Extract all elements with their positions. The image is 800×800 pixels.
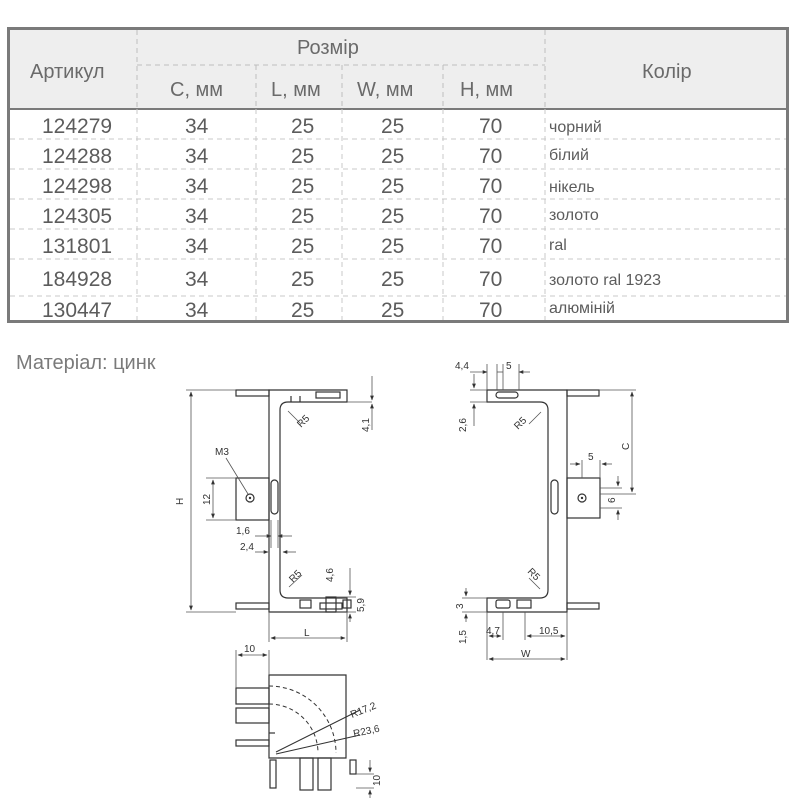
row-3-color: нікель [549, 179, 595, 196]
header-c: C, мм [170, 79, 224, 101]
row-3-w: 25 [381, 175, 405, 198]
label-w: W [521, 649, 531, 660]
row-7-color: алюміній [549, 300, 615, 317]
label-5-top: 5 [506, 361, 512, 372]
label-59: 5,9 [356, 598, 367, 612]
row-3-h: 70 [479, 175, 503, 198]
row-6-w: 25 [381, 268, 405, 291]
header-l: L, мм [271, 79, 321, 101]
row-6-article: 184928 [42, 268, 113, 291]
side-dimension-labels: 4,4 5 2,6 R5 C 5 6 R5 3 1,5 4.7 10,5 W [455, 361, 632, 660]
label-16: 1,6 [236, 526, 250, 537]
header-color: Колір [642, 61, 692, 83]
row-3-article: 124298 [42, 175, 113, 198]
row-7-article: 130447 [42, 299, 113, 322]
material-note: Матеріал: цинк [16, 352, 156, 374]
row-7-h: 70 [479, 299, 503, 322]
row-6-color: золото ral 1923 [549, 272, 662, 289]
row-7-l: 25 [291, 299, 315, 322]
side-view-hole [577, 493, 587, 503]
row-6-c: 34 [185, 268, 209, 291]
label-l: L [304, 628, 310, 639]
row-1-w: 25 [381, 115, 405, 138]
row-2-article: 124288 [42, 145, 113, 168]
label-10-top: 10 [244, 644, 256, 655]
front-view-hole [245, 493, 255, 503]
label-m3: M3 [215, 447, 229, 458]
label-44: 4,4 [455, 361, 469, 372]
label-105: 10,5 [539, 626, 559, 637]
label-r5-side-top: R5 [512, 415, 529, 432]
row-5-l: 25 [291, 235, 315, 258]
top-view-arcs [268, 685, 361, 755]
row-3-c: 34 [185, 175, 209, 198]
row-1-h: 70 [479, 115, 503, 138]
row-4-w: 25 [381, 205, 405, 228]
row-1-article: 124279 [42, 115, 113, 138]
row-4-l: 25 [291, 205, 315, 228]
label-6: 6 [607, 497, 618, 503]
row-2-l: 25 [291, 145, 315, 168]
row-4-color: золото [549, 207, 599, 224]
row-5-article: 131801 [42, 235, 113, 258]
label-r236: R23,6 [352, 724, 381, 740]
label-47: 4.7 [486, 626, 500, 637]
spec-table: Артикул Розмір Колір C, мм L, мм W, мм H… [7, 27, 789, 323]
row-5-c: 34 [185, 235, 209, 258]
row-7-w: 25 [381, 299, 405, 322]
row-4-article: 124305 [42, 205, 113, 228]
row-2-c: 34 [185, 145, 209, 168]
front-view [235, 389, 352, 613]
row-5-w: 25 [381, 235, 405, 258]
header-h: H, мм [460, 79, 514, 101]
row-2-color: білий [549, 147, 589, 164]
header-article: Артикул [30, 61, 105, 83]
row-4-c: 34 [185, 205, 209, 228]
label-24: 2,4 [240, 542, 254, 553]
row-2-h: 70 [479, 145, 503, 168]
label-12: 12 [202, 493, 213, 505]
header-size-group: Розмір [297, 37, 359, 59]
label-41: 4,1 [361, 418, 372, 432]
front-dimensions [186, 376, 374, 642]
header-w: W, мм [357, 79, 414, 101]
row-6-h: 70 [479, 268, 503, 291]
side-dimensions [462, 364, 636, 661]
top-dimensions [235, 650, 374, 798]
label-h: H [175, 498, 186, 505]
label-15: 1,5 [458, 630, 469, 644]
label-r172: R17,2 [349, 700, 378, 720]
row-4-h: 70 [479, 205, 503, 228]
label-r5-bottom: R5 [287, 568, 304, 585]
row-1-color: чорний [549, 119, 602, 136]
row-7-c: 34 [185, 299, 209, 322]
row-1-c: 34 [185, 115, 209, 138]
label-10-side: 10 [372, 774, 383, 786]
label-3: 3 [455, 603, 466, 609]
label-c: C [621, 443, 632, 450]
row-2-w: 25 [381, 145, 405, 168]
label-r5-top: R5 [295, 413, 312, 430]
table-grid [10, 30, 786, 320]
row-6-l: 25 [291, 268, 315, 291]
label-46: 4,6 [325, 568, 336, 582]
label-r5-side-bottom: R5 [525, 566, 542, 583]
label-5-mid: 5 [588, 452, 594, 463]
label-26: 2,6 [458, 418, 469, 432]
row-3-l: 25 [291, 175, 315, 198]
side-view [486, 389, 601, 613]
row-1-l: 25 [291, 115, 315, 138]
row-5-color: ral [549, 237, 567, 254]
top-view [235, 674, 357, 791]
row-5-h: 70 [479, 235, 503, 258]
